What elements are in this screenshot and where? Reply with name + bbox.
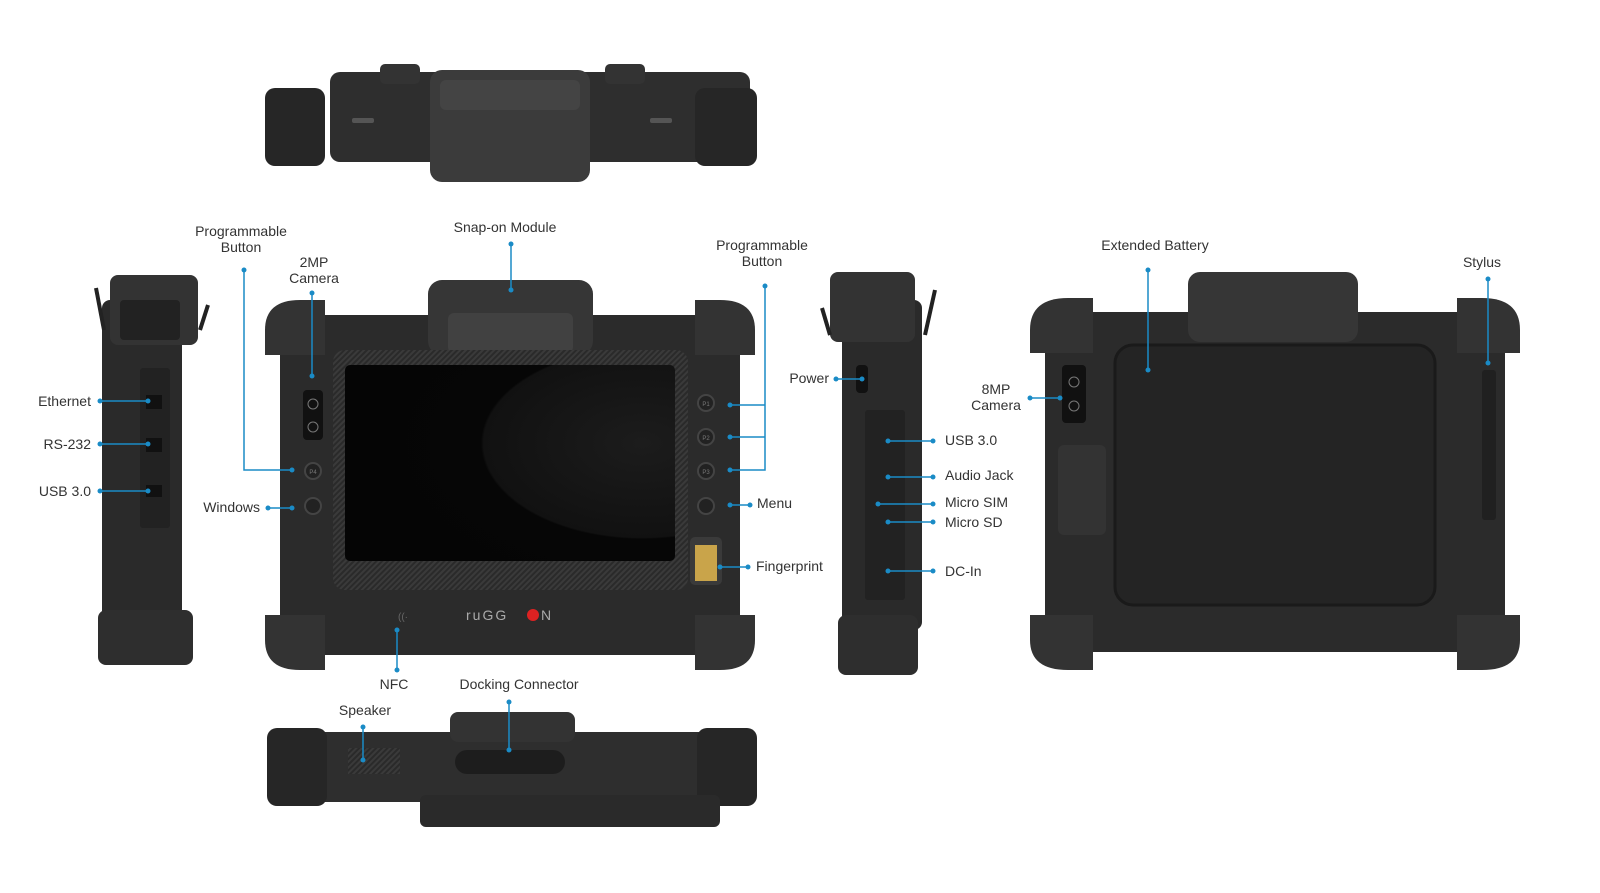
leader-lines: [100, 244, 1489, 760]
label-dc-in: DC-In: [945, 563, 982, 579]
tablet-bottom-view: [267, 712, 757, 827]
label-usb-left: USB 3.0: [38, 483, 91, 499]
label-programmable-button-left: Programmable Button: [195, 223, 287, 255]
label-fingerprint: Fingerprint: [756, 558, 823, 574]
label-ethernet: Ethernet: [38, 393, 91, 409]
tablet-left-side-view: [94, 275, 210, 665]
leader-prog-right: [730, 286, 766, 471]
front-buttons: [304, 394, 715, 515]
label-line: Camera: [289, 270, 339, 286]
svg-text:ruGG: ruGG: [466, 607, 508, 623]
label-power: Power: [789, 370, 829, 386]
label-line: Programmable: [195, 223, 287, 239]
label-stylus: Stylus: [1462, 254, 1502, 270]
tablet-top-view: [265, 64, 757, 182]
leader-dots: [97, 241, 1491, 763]
tablet-back-view: [1030, 272, 1520, 670]
label-speaker: Speaker: [338, 702, 392, 718]
svg-text:N: N: [541, 607, 551, 623]
ruggon-logo: ruGG N: [466, 607, 551, 623]
label-micro-sim: Micro SIM: [945, 494, 1008, 510]
label-rs232: RS-232: [43, 436, 91, 452]
label-micro-sd: Micro SD: [945, 514, 1003, 530]
label-line: 8MP: [981, 381, 1011, 397]
tablet-front-view: ((· ruGG N: [265, 280, 755, 670]
label-8mp-camera: 8MP Camera: [971, 381, 1021, 413]
tablet-right-side-view: [820, 272, 937, 675]
label-line: Programmable: [716, 237, 808, 253]
label-audio-jack: Audio Jack: [945, 467, 1014, 483]
label-line: Button: [741, 253, 783, 269]
button-label-p2: P2: [702, 436, 710, 442]
button-label-p1: P1: [702, 402, 710, 408]
label-extended-battery: Extended Battery: [1101, 237, 1209, 253]
button-label-p3: P3: [702, 470, 710, 476]
label-line: Camera: [971, 397, 1021, 413]
label-windows: Windows: [203, 499, 260, 515]
label-line: Button: [220, 239, 262, 255]
label-line: 2MP: [299, 254, 329, 270]
leader-prog-left: [243, 270, 292, 471]
label-programmable-button-right: Programmable Button: [716, 237, 808, 269]
label-docking-connector: Docking Connector: [459, 676, 579, 692]
label-nfc: NFC: [379, 676, 409, 692]
button-label-p4: P4: [309, 470, 317, 476]
label-menu: Menu: [757, 495, 793, 511]
label-snap-on-module: Snap-on Module: [453, 219, 557, 235]
label-usb-right: USB 3.0: [945, 432, 998, 448]
label-2mp-camera: 2MP Camera: [289, 254, 339, 286]
svg-text:((·: ((·: [398, 612, 408, 623]
